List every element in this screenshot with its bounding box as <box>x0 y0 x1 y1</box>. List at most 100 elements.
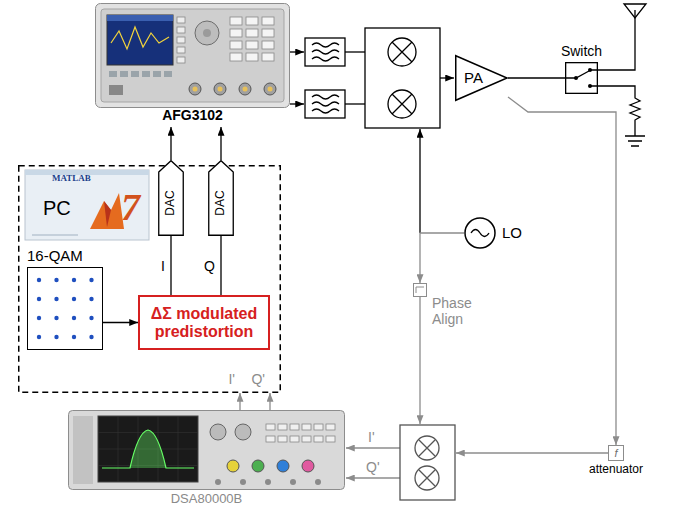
rf-switch-outline <box>565 62 598 94</box>
signal-connector <box>170 236 171 295</box>
oscilloscope-outline-part <box>290 479 296 485</box>
antenna-symbol <box>598 4 646 70</box>
software-logo <box>25 170 149 240</box>
antenna-symbol-part <box>598 10 635 70</box>
switch-label: Switch <box>561 43 602 59</box>
predistortion-label: ΔΣ modulated predistortion <box>143 304 265 341</box>
constellation-box-outline-part <box>28 268 103 350</box>
power-amplifier: PA <box>455 55 508 101</box>
iq-demodulator-part <box>400 425 455 500</box>
oscilloscope-outline-part <box>302 424 311 430</box>
signal-connector <box>508 97 616 445</box>
dac-label: DAC <box>164 190 178 215</box>
dac-block-outline-part <box>209 161 234 236</box>
signal-generator-outline-part <box>230 41 242 49</box>
signal-connector <box>170 127 171 160</box>
constellation-box-outline-part <box>89 335 93 339</box>
phase-label: Phase Align <box>432 295 482 327</box>
signal-name: Q <box>203 257 216 273</box>
lowpass-filter-part <box>305 90 345 118</box>
oscilloscope-outline-part <box>277 460 289 472</box>
local-oscillator-outline-part <box>471 230 489 237</box>
oscilloscope-outline-part <box>290 424 299 430</box>
signal-generator-outline-part <box>230 17 242 25</box>
constellation-box-outline-part <box>54 316 58 320</box>
oscilloscope-outline-part <box>210 424 226 440</box>
constellation-box-outline-part <box>89 278 93 282</box>
signal-connector <box>220 127 221 160</box>
oscilloscope-outline-part <box>102 430 194 468</box>
signal-generator-outline-part <box>262 53 274 61</box>
constellation-box-outline-part <box>37 335 41 339</box>
constellation-box-outline-part <box>37 297 41 301</box>
rf-switch-outline-part <box>588 84 592 88</box>
signal-connector <box>103 322 138 323</box>
pc-region: PC16-QAMΔΣ modulated predistortionDACDAC <box>18 165 281 393</box>
constellation-box-outline-part <box>37 278 41 282</box>
constellation-box-outline-part <box>54 335 58 339</box>
signal-generator-outline-part <box>177 27 185 33</box>
oscilloscope-outline-part <box>266 424 275 430</box>
oscilloscope-outline-part <box>278 424 287 430</box>
lowpass-filter <box>305 38 345 118</box>
constellation-box-outline-part <box>54 278 58 282</box>
signal-generator-outline-part <box>101 9 284 102</box>
iq-modulator <box>365 28 440 128</box>
signal-generator-outline-part <box>109 71 117 77</box>
signal-generator-outline-part <box>177 37 185 43</box>
generator-wires-part <box>440 77 454 78</box>
phase-aligner: Phase Align <box>413 283 427 297</box>
rf-switch-outline-part <box>565 70 598 86</box>
pc-region-outline-part <box>19 166 281 393</box>
oscilloscope-outline-part <box>314 424 323 430</box>
amplifier-label: PA <box>464 69 483 86</box>
signal-generator-outline-part <box>268 87 273 92</box>
oscilloscope-outline-part <box>265 479 271 485</box>
signal-name: Q' <box>366 459 380 475</box>
signal-generator-outline-part <box>239 83 251 95</box>
attenuator-symbol-label: f <box>614 447 617 460</box>
signal-name: I' <box>368 429 375 445</box>
dac-block-outline-part <box>159 161 184 236</box>
signal-generator-outline-part <box>262 41 274 49</box>
generator-wires-part <box>345 103 365 104</box>
signal-generator-outline-part <box>96 4 290 108</box>
signal-connector <box>239 393 240 410</box>
oscilloscope-outline-part <box>266 436 275 442</box>
signal-connector <box>508 77 565 78</box>
predistortion-box-outline-part <box>139 296 269 349</box>
attenuator-box: fattenuator <box>608 445 624 461</box>
feedback-wires <box>346 297 608 478</box>
constellation-box: 16-QAM <box>27 247 103 350</box>
oscilloscope-outline-part <box>326 436 335 442</box>
signal-name: I <box>160 257 166 273</box>
software-logo-part <box>25 170 149 175</box>
signal-generator-outline-part <box>218 87 223 92</box>
local-oscillator: LO <box>464 217 496 249</box>
instrument-label: AFG3102 <box>162 107 223 123</box>
oscilloscope-outline-part <box>69 411 345 490</box>
oscilloscope-outline-part <box>73 416 93 484</box>
constellation-box-outline-part <box>72 278 76 282</box>
lowpass-filter-part <box>312 95 339 113</box>
feedback-wires-part <box>346 447 400 448</box>
signal-generator-outline-part <box>107 15 173 21</box>
signal-generator-outline-part <box>246 17 258 25</box>
oscilloscope-outline-part <box>215 479 221 485</box>
signal-name: I' <box>227 371 236 387</box>
feedback-wires-part <box>346 477 400 478</box>
generator-wires-part <box>419 129 420 233</box>
iq-modulator-part <box>365 28 440 128</box>
constellation-box-outline-part <box>54 297 58 301</box>
signal-generator-outline-part <box>230 53 242 61</box>
signal-generator-outline-part <box>193 87 198 92</box>
power-amplifier-outline-part <box>456 56 507 101</box>
attenuator-box-outline-part <box>609 446 624 461</box>
signal-connector <box>220 236 221 295</box>
local-oscillator-outline <box>464 217 496 249</box>
signal-generator-outline-part <box>164 71 172 77</box>
oscilloscope-outline-part <box>290 436 299 442</box>
rf-switch-outline-part <box>574 76 578 80</box>
software-logo-part <box>32 234 78 236</box>
